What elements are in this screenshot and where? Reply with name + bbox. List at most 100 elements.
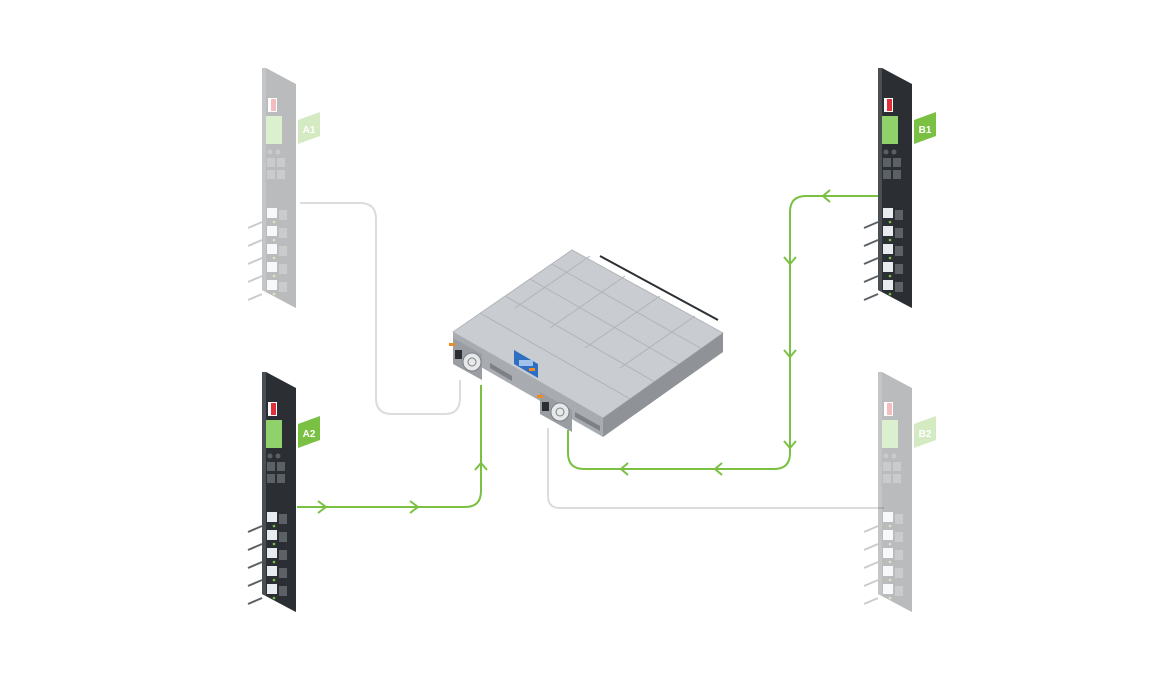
pdu-plug-cable [247,293,263,301]
pdu-button [267,149,273,155]
pdu-plug-cable [247,257,263,265]
pdu-outlet [883,584,893,594]
pdu-plug-cable [863,239,879,247]
pdu-label-text: A1 [303,125,316,136]
pdu-outlet [279,532,287,542]
pdu-plug-cable [247,543,263,551]
pdu-outlet [279,282,287,292]
pdu-outlet [279,210,287,220]
pdu-outlet [883,566,893,576]
pdu-led [272,524,276,528]
pdu-port [267,474,275,483]
pdu-outlet [895,246,903,256]
pdu-breaker-red [887,99,892,111]
pdu-b1: B1 [863,68,936,308]
pdu-outlet [895,514,903,524]
pdu-outlet [267,530,277,540]
pdu-plug-cable [863,579,879,587]
pdu-led [888,274,892,278]
pdu-plug-cable [863,221,879,229]
pdu-outlet [267,244,277,254]
pdu-display [882,420,898,448]
pdu-label-b2: B2 [914,416,936,448]
pdu-plug-cable [247,221,263,229]
pdu-label-tag [914,112,936,144]
pdu-plug-cable [863,525,879,533]
pdu-button [275,149,281,155]
pdu-outlet [883,280,893,290]
pdu-led [272,560,276,564]
pdu-plug-cable [863,275,879,283]
pdu-led [272,220,276,224]
pdu-breaker-red [887,403,892,415]
pdu-label-text: A2 [303,429,316,440]
pdu-b2: B2 [863,372,936,612]
pdu-outlet [895,550,903,560]
pdu-display [266,116,282,144]
pdu-label-tag [298,112,320,144]
pdu-outlet [267,280,277,290]
pdu-plug-cable [863,543,879,551]
server-top-panels [479,255,703,400]
flow-arrows-a2 [317,461,488,514]
pdu-plug-cable [863,293,879,301]
pdu-label-b1: B1 [914,112,936,144]
pdu-outlet [279,586,287,596]
pdu-led [888,292,892,296]
pdu-port [267,170,275,179]
connection-b2-inactive [547,428,884,509]
pdu-breaker [268,98,277,112]
pdu-outlet [895,532,903,542]
pdu-a2: A2 [247,372,320,612]
pdu-plug-cable [863,597,879,605]
pdu-body [878,372,912,612]
pdu-led [888,238,892,242]
pdu-outlet [883,262,893,272]
pdu-edge [262,372,266,596]
pdu-plug-cable [863,561,879,569]
pdu-outlet [883,226,893,236]
pdu-led [888,524,892,528]
pdu-outlet [267,208,277,218]
pdu-plug-cable [247,561,263,569]
pdu-port [277,462,285,471]
pdu-led [272,578,276,582]
pdu-label-tag [298,416,320,448]
pdu-led [272,292,276,296]
pdu-outlet [895,568,903,578]
pdu-outlet [883,244,893,254]
server-front-vents [490,363,600,431]
pdu-label-text: B2 [919,429,932,440]
connection-a2-active [297,385,482,508]
pdu-plug-cable [247,579,263,587]
pdu-port [893,462,901,471]
pdu-led [888,542,892,546]
pdu-button [883,149,889,155]
server-chassis [452,249,724,437]
pdu-port [883,462,891,471]
pdu-outlet [267,548,277,558]
pdu-port [267,158,275,167]
pdu-port [267,462,275,471]
pdu-port [893,158,901,167]
pdu-led [888,256,892,260]
pdu-led [272,274,276,278]
pdu-port [277,474,285,483]
pdu-outlet [883,530,893,540]
pdu-display [882,116,898,144]
pdu-outlet [895,264,903,274]
pdu-outlet [267,262,277,272]
pdu-button [883,453,889,459]
server-psu-left [449,338,482,380]
pdu-outlet [895,282,903,292]
pdu-outlet [267,226,277,236]
pdu-led [272,256,276,260]
pdu-outlet [895,586,903,596]
pdu-outlet [883,512,893,522]
pdu-led [272,542,276,546]
pdu-breaker-red [271,403,276,415]
pdu-plug-cable [247,239,263,247]
pdu-led [272,596,276,600]
pdu-port [883,170,891,179]
